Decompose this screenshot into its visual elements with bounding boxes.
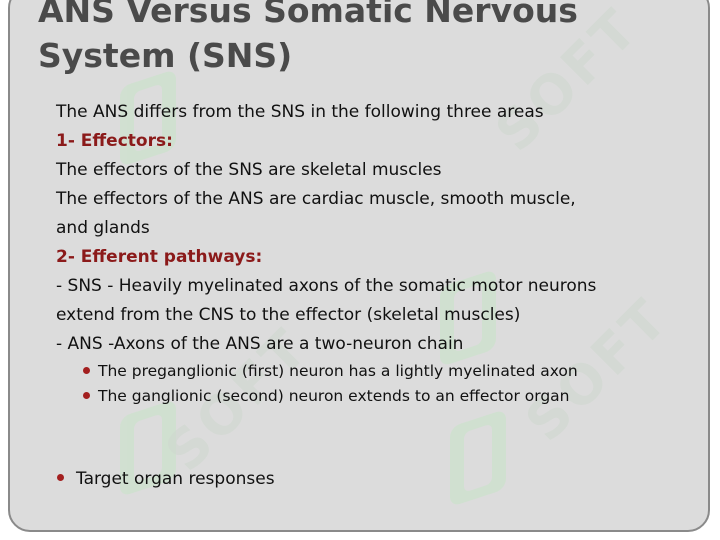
watermark-logo-icon: [450, 408, 506, 508]
sub-bullet-item: The ganglionic (second) neuron extends t…: [56, 384, 676, 409]
sub-bullet-text: The ganglionic (second) neuron extends t…: [98, 387, 570, 405]
bullet-dot-icon: [83, 367, 90, 374]
body-line: extend from the CNS to the effector (ske…: [56, 305, 521, 325]
slide-title-line-2: System (SNS): [38, 36, 293, 75]
slide-body: The ANS differs from the SNS in the foll…: [56, 98, 676, 409]
effectors-heading: 1- Effectors:: [56, 131, 173, 151]
bullet-dot-icon: [83, 392, 90, 399]
sub-bullet-item: The preganglionic (first) neuron has a l…: [56, 359, 676, 384]
body-line: The effectors of the ANS are cardiac mus…: [56, 189, 576, 209]
bullet-dot-icon: [57, 474, 64, 481]
main-bullet-item: Target organ responses: [56, 466, 275, 492]
slide-title: ANS Versus Somatic Nervous System (SNS): [38, 0, 678, 78]
intro-text: The ANS differs from the SNS in the foll…: [56, 102, 544, 122]
body-line: - SNS - Heavily myelinated axons of the …: [56, 276, 597, 296]
slide-title-line-1: ANS Versus Somatic Nervous: [38, 0, 578, 30]
sub-bullet-text: The preganglionic (first) neuron has a l…: [98, 362, 578, 380]
body-line: The effectors of the SNS are skeletal mu…: [56, 160, 442, 180]
body-line: and glands: [56, 218, 150, 238]
main-bullet-text: Target organ responses: [76, 469, 275, 489]
body-line: - ANS -Axons of the ANS are a two-neuron…: [56, 334, 464, 354]
content-panel: SOFT SOFT SOFT: [8, 0, 710, 532]
efferent-pathways-heading: 2- Efferent pathways:: [56, 247, 263, 267]
